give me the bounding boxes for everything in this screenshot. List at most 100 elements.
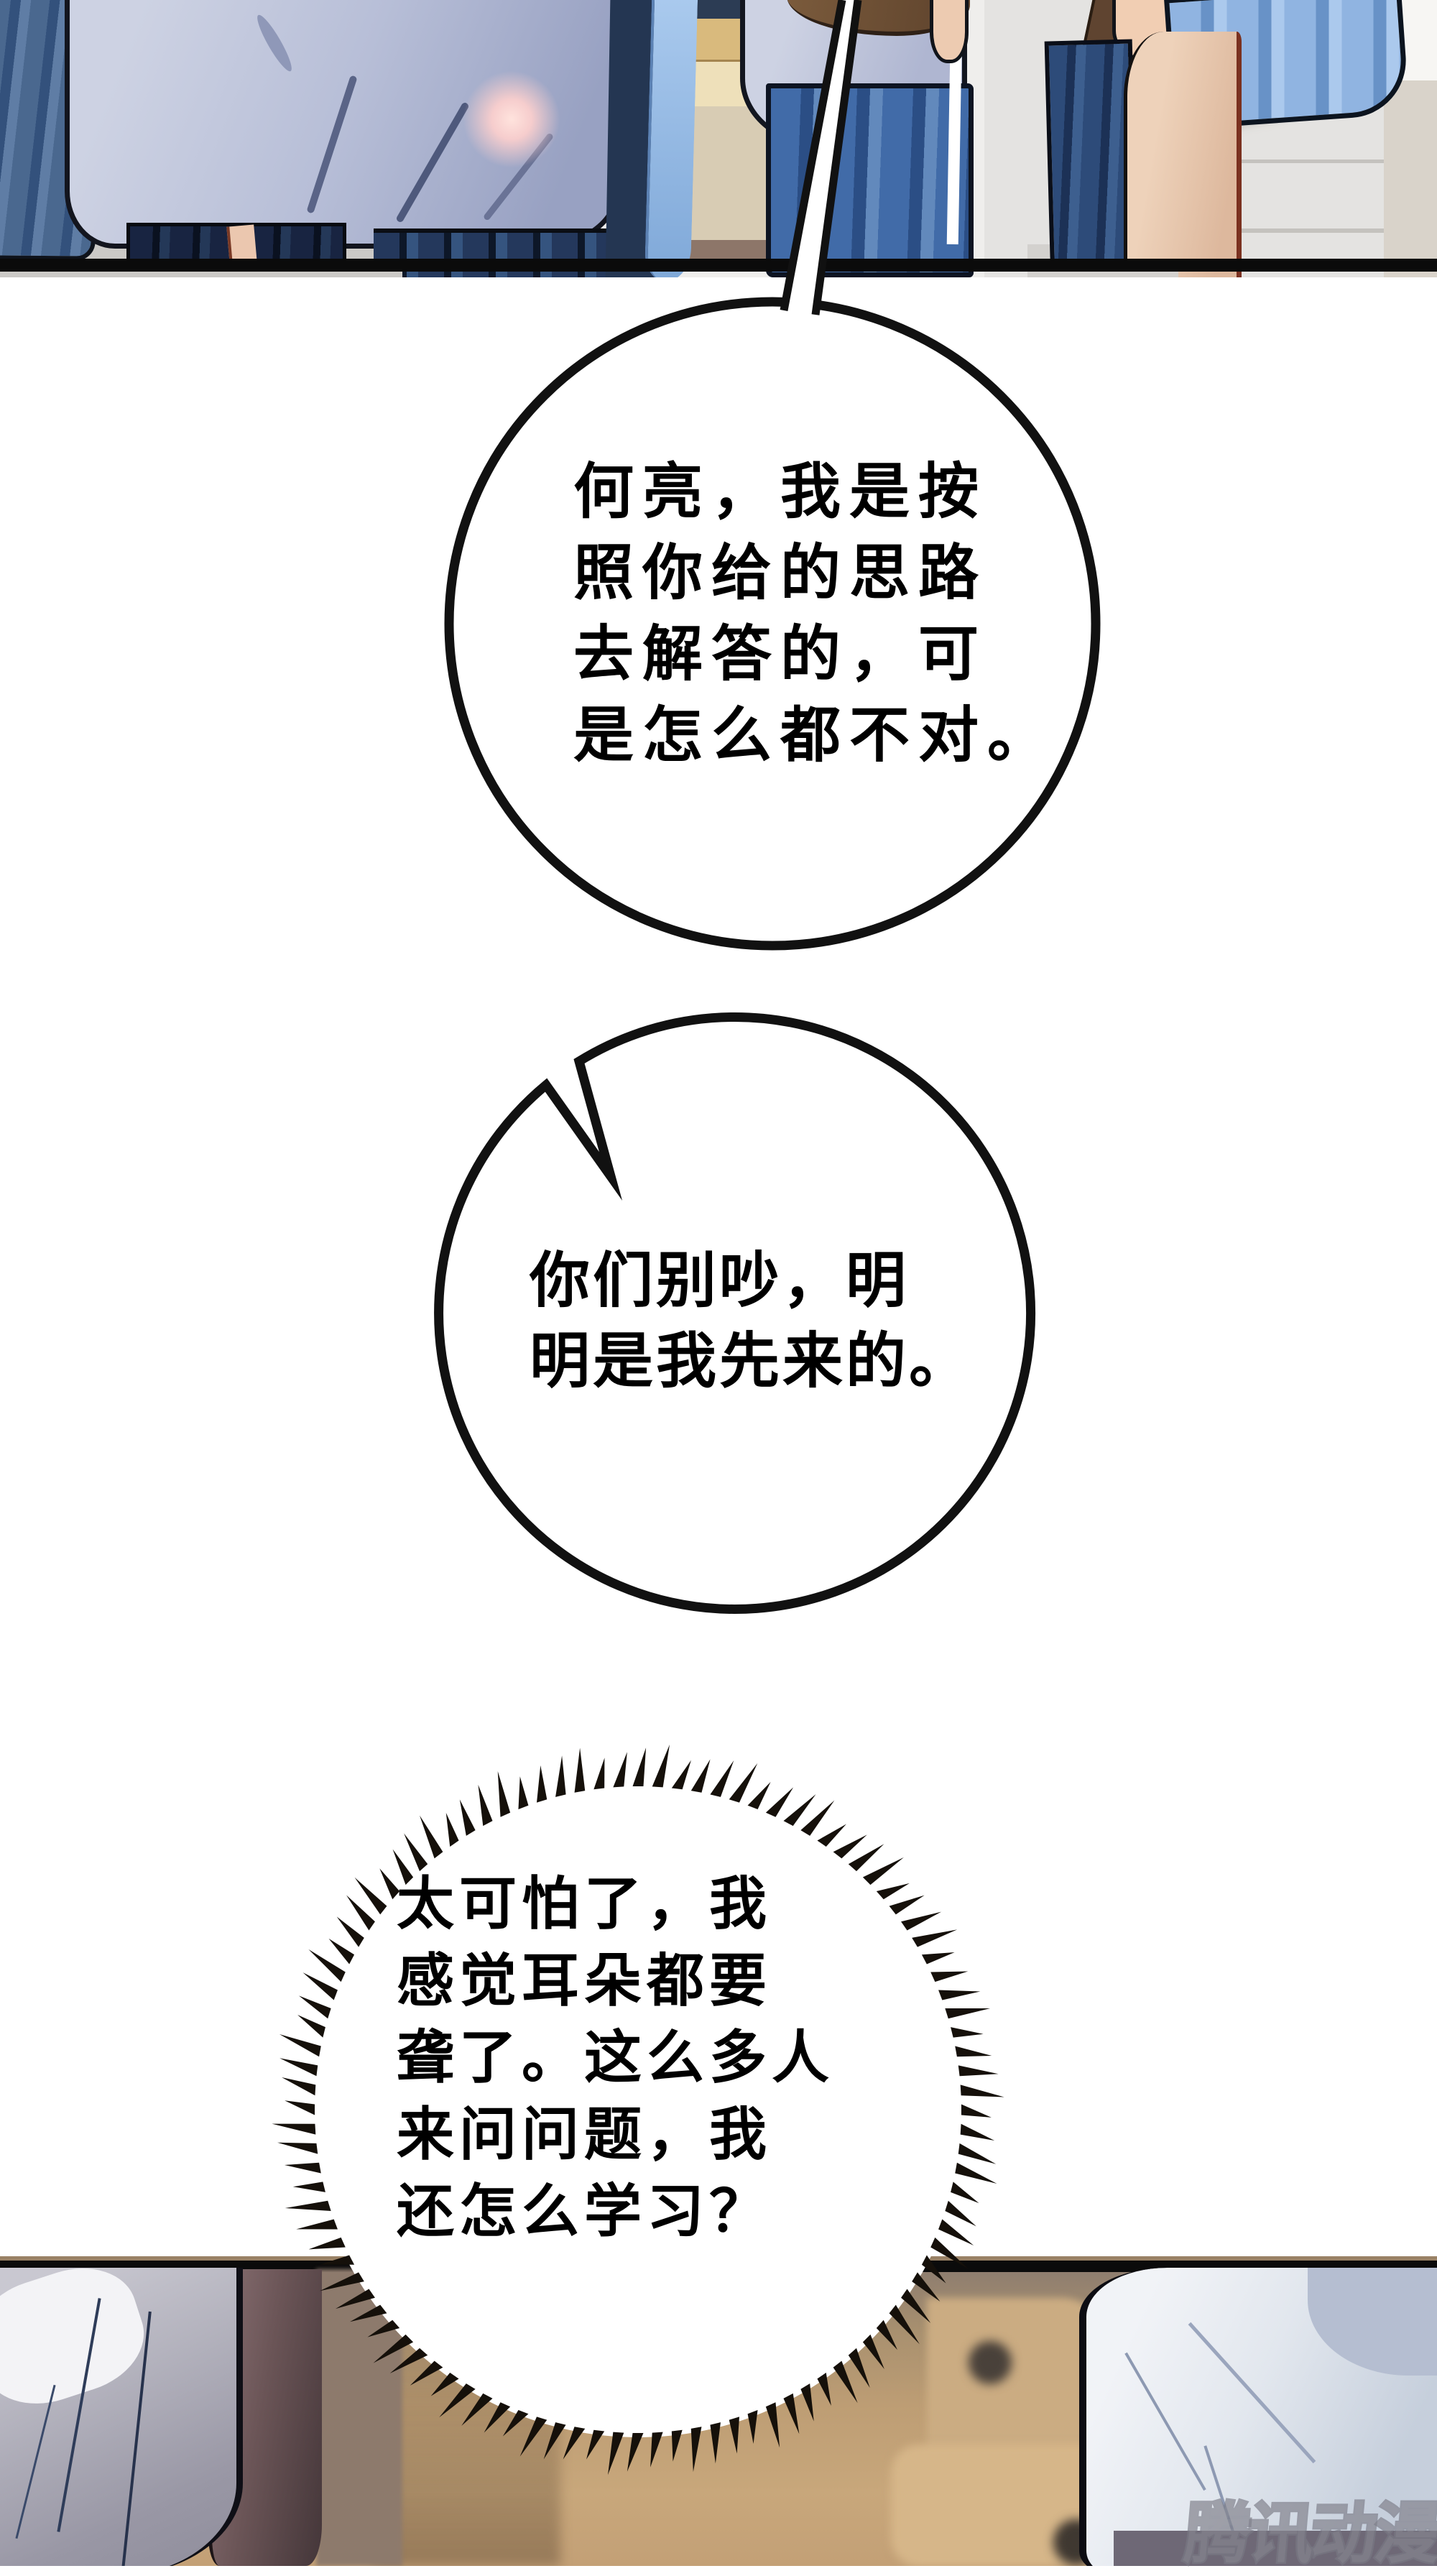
shout-bubble-spike xyxy=(627,2432,644,2472)
shout-bubble-spike xyxy=(518,1776,529,1809)
shout-bubble-spike xyxy=(960,2123,995,2141)
shout-bubble-spike xyxy=(608,2432,624,2475)
stair-seam-line xyxy=(1221,228,1394,233)
panel-classroom-top xyxy=(0,0,1437,277)
shout-bubble-spike xyxy=(833,1834,867,1859)
speech-bubble-top-shape xyxy=(444,297,1101,951)
shout-bubble-spike xyxy=(346,1895,375,1931)
shout-bubble-spike xyxy=(272,2123,316,2135)
shout-bubble-spike xyxy=(938,1990,981,2000)
foreground-gray-clothing xyxy=(0,2256,243,2566)
shout-bubble-spike xyxy=(889,1895,925,1915)
speech-bubble-middle-shape xyxy=(434,1012,1036,1614)
shout-bubble-spike xyxy=(945,2200,976,2227)
shout-bubble-spike xyxy=(912,1929,958,1947)
shout-bubble-spike xyxy=(961,2104,992,2118)
shout-bubble-spike xyxy=(945,2008,991,2019)
shout-bubble-spike xyxy=(298,1995,331,2019)
shout-bubble-spike xyxy=(862,1857,904,1885)
shout-bubble-spike xyxy=(652,1744,670,1788)
shout-bubble-spike xyxy=(862,2334,884,2370)
shout-bubble-spike xyxy=(876,2319,898,2350)
shout-bubble-spike xyxy=(379,1868,400,1900)
shout-bubble-spike xyxy=(848,2348,870,2388)
shout-bubble-spike xyxy=(710,1760,734,1797)
shout-bubble-spike xyxy=(671,1760,691,1790)
shout-bubble-spike xyxy=(817,2373,831,2406)
shout-bubble-spike xyxy=(296,2219,338,2230)
shout-bubble-spike xyxy=(747,2410,758,2445)
shout-bubble-spike xyxy=(392,1849,414,1885)
shout-bubble-spike xyxy=(328,1938,355,1965)
shout-bubble-spike xyxy=(279,2034,321,2057)
shout-bubble-spike xyxy=(800,1800,835,1836)
shout-bubble-spike xyxy=(765,2402,780,2448)
floor-sliver xyxy=(1035,272,1178,277)
shout-bubble-spike xyxy=(921,2255,946,2284)
shout-bubble-spike xyxy=(284,2162,321,2174)
shout-bubble-spike xyxy=(632,1748,647,1787)
shout-bubble-spike xyxy=(765,1787,794,1817)
shout-bubble-spike xyxy=(285,2200,331,2211)
speech-bubble-1-text: 何亮，我是按 照你给的思路 去解答的，可 是怎么都不对。 xyxy=(573,456,1057,770)
shout-bubble-spike xyxy=(650,2432,663,2467)
shout-bubble-spike xyxy=(671,2429,683,2462)
beige-wall xyxy=(678,106,780,240)
student-arm xyxy=(930,0,969,63)
shout-bubble-spike xyxy=(938,2219,974,2246)
shout-bubble-spike xyxy=(955,2162,997,2184)
shout-bubble-spike xyxy=(889,2304,920,2345)
speech-bubble-2-text: 你们别吵，明 明是我先来的。 xyxy=(530,1245,973,1396)
shout-bubble-spike xyxy=(430,2373,459,2396)
shout-bubble-spike xyxy=(367,2319,400,2337)
blurred-desk-knob xyxy=(969,2341,1012,2384)
shout-bubble-spike xyxy=(502,2410,529,2437)
shout-bubble-spike xyxy=(848,1844,884,1872)
shout-bubble-spike xyxy=(729,1763,758,1803)
shout-bubble-spike xyxy=(543,2422,566,2460)
shout-bubble-spike xyxy=(336,2289,375,2309)
shout-bubble-spike xyxy=(459,1799,476,1836)
shout-bubble-spike xyxy=(574,1748,586,1793)
shout-bubble-spike xyxy=(912,2272,941,2302)
speech-bubble-top-tail-edge xyxy=(811,0,862,315)
shout-bubble-spike xyxy=(729,2416,739,2454)
shout-bubble-spike xyxy=(292,2182,325,2192)
shout-bubble-spike xyxy=(833,2360,858,2404)
student-back-jacket xyxy=(65,0,619,249)
shout-bubble-spike xyxy=(484,2402,511,2433)
right-wall xyxy=(1384,80,1437,277)
shout-bubble-spike xyxy=(285,2100,315,2115)
shout-bubble-spike xyxy=(690,1759,711,1793)
lens-flare-sparkle xyxy=(461,69,562,170)
shout-bubble-spike xyxy=(710,2422,721,2464)
shout-bubble-spike xyxy=(277,2142,318,2154)
shout-bubble-spike xyxy=(955,2046,992,2057)
shout-bubble-spike xyxy=(439,2383,476,2418)
shout-bubble-spike xyxy=(563,2427,586,2460)
shout-bubble-spike xyxy=(960,2085,1004,2097)
shout-bubble-spike xyxy=(951,2027,984,2038)
shout-bubble-spike xyxy=(537,1765,547,1803)
speech-bubble-top-tail-edge xyxy=(780,0,846,312)
shout-bubble-spike xyxy=(336,1916,364,1947)
shout-bubble-spike xyxy=(958,2065,999,2077)
shout-bubble-spike xyxy=(593,1758,605,1790)
shout-bubble-spike xyxy=(297,2014,325,2038)
student-right-leg xyxy=(1124,32,1242,277)
shout-bubble-spike xyxy=(308,1949,346,1982)
floor-sliver xyxy=(0,272,402,277)
shout-bubble-spike xyxy=(930,1971,969,1982)
shout-bubble-spike xyxy=(783,2393,800,2434)
shout-bubble-spike xyxy=(410,2360,443,2386)
shout-bubble-spike xyxy=(282,2077,316,2096)
shout-bubble-spike xyxy=(876,1883,910,1900)
shout-bubble-spike xyxy=(461,2393,493,2427)
shout-bubble-spike xyxy=(354,1877,387,1915)
shout-bubble-spike xyxy=(373,2334,414,2363)
shout-bubble-spike xyxy=(930,2237,969,2269)
shout-bubble-spike xyxy=(901,2289,931,2323)
shout-bubble-fill xyxy=(310,1782,966,2437)
